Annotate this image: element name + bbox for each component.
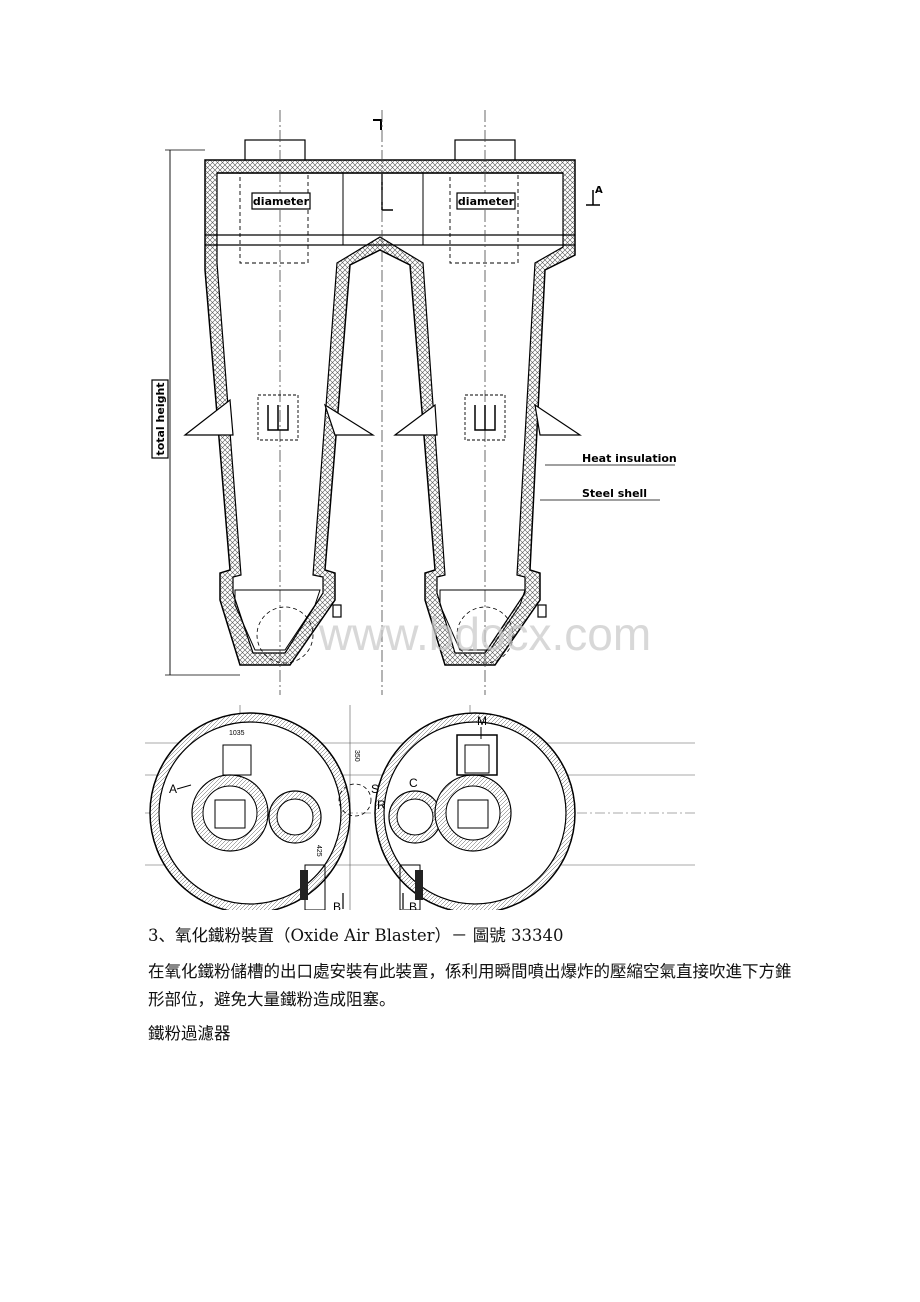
plan-label-b-left: B <box>333 900 341 910</box>
diameter-label-left: diameter <box>253 195 310 208</box>
plan-label-r: R <box>377 798 386 812</box>
plan-label-c: C <box>409 776 418 790</box>
plan-label-b-right: B <box>409 900 417 910</box>
plan-label-m: M <box>477 714 487 728</box>
plan-label-s: S <box>371 782 379 796</box>
plan-dim-vertical: 425 <box>315 845 322 857</box>
watermark: www.bdocx.com <box>318 608 651 660</box>
figure-caption: 3、氧化鐵粉裝置（Oxide Air Blaster）－ 圖號 33340 <box>148 926 564 945</box>
heat-insulation-label: Heat insulation <box>582 452 677 465</box>
body-paragraph: 在氧化鐵粉儲槽的出口處安裝有此裝置，係利用瞬間噴出爆炸的壓縮空氣直接吹進下方錐形… <box>148 962 792 1009</box>
plan-dim-top: 1035 <box>229 730 245 737</box>
cyclone-plan-drawing: A M S R C B B 1035 350 425 <box>145 705 695 914</box>
total-height-label: total height <box>154 382 167 455</box>
steel-shell-label: Steel shell <box>582 487 647 500</box>
plan-label-a: A <box>169 782 177 796</box>
section-marker-a: A <box>595 185 603 196</box>
cyclone-elevation-drawing: diameter diameter A total height H <box>145 105 695 700</box>
plan-dim-side: 350 <box>353 750 360 762</box>
diameter-label-right: diameter <box>458 195 515 208</box>
section-title: 鐵粉過濾器 <box>148 1024 231 1043</box>
